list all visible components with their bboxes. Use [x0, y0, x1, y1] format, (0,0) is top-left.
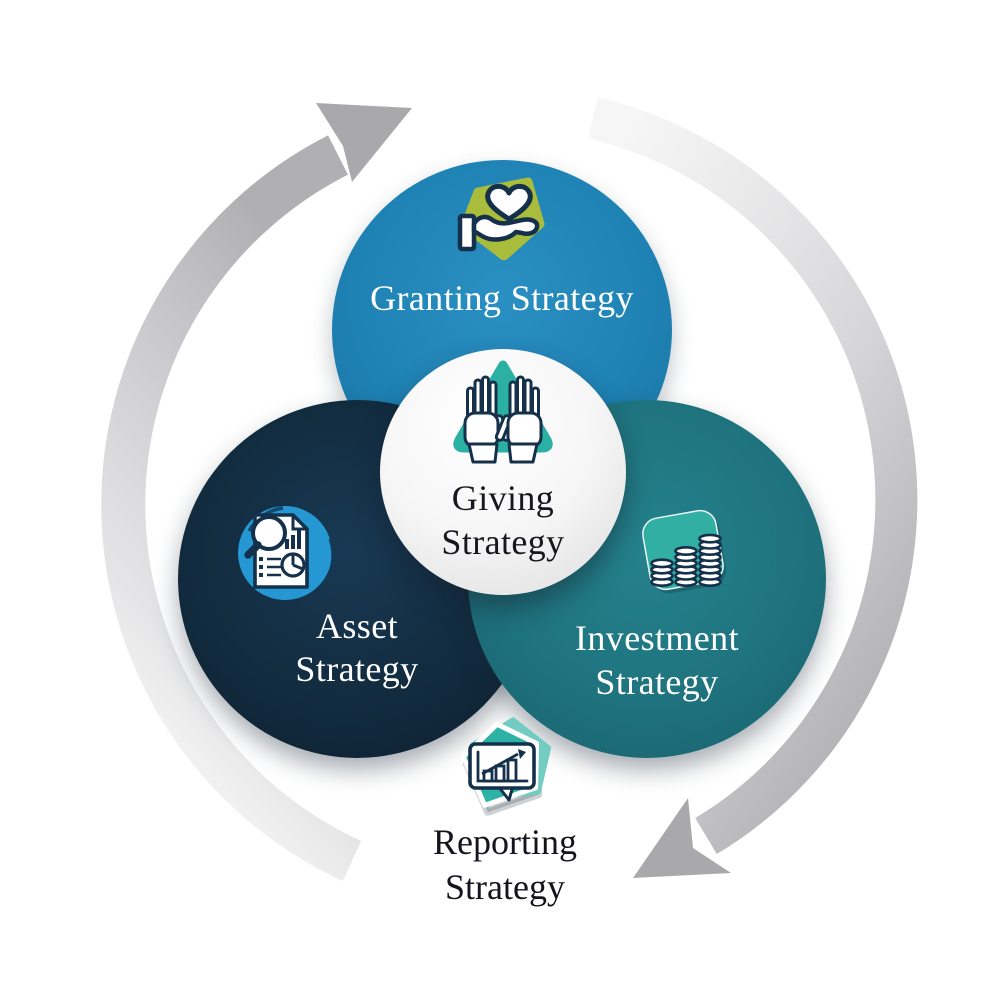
reporting-label-line1: Reporting — [433, 822, 577, 862]
granting-strategy-circle: Granting Strategy — [332, 160, 672, 500]
pie-chart — [280, 552, 306, 578]
investment-label-line2: Strategy — [595, 662, 719, 702]
investment-label-line1: Investment — [575, 618, 739, 658]
mini-bar-chart — [285, 530, 301, 549]
brush-arc — [328, 538, 335, 566]
open-hands-icon — [443, 356, 563, 468]
hand-cuff — [457, 213, 477, 252]
list-lines — [259, 557, 281, 577]
chart-speech-bubble-icon — [452, 716, 554, 818]
reporting-label-line2: Strategy — [445, 867, 565, 907]
folded-corner — [291, 515, 307, 531]
cycle-arc-left — [101, 135, 362, 881]
heart-shape — [485, 183, 533, 222]
cycle-arrowhead-top — [316, 103, 412, 182]
coin-stacks-icon — [634, 506, 734, 602]
magnifier — [244, 515, 287, 559]
chart-bars — [482, 758, 518, 783]
coin-stacks — [650, 533, 722, 588]
giving-label-line1: Giving — [451, 478, 555, 518]
open-palm-shape — [471, 214, 540, 242]
document-magnifier-icon — [233, 503, 337, 607]
trend-arrow — [481, 752, 519, 776]
trend-arrowhead — [518, 749, 526, 759]
hand-holding-heart-icon — [452, 172, 552, 261]
cycle-arc-right — [588, 97, 918, 854]
granting-strategy-label: Granting Strategy — [370, 278, 634, 318]
giving-label-line2: Strategy — [441, 522, 565, 562]
asset-label-line1: Asset — [316, 606, 398, 646]
asset-label-line2: Strategy — [295, 649, 419, 689]
cycle-arrowhead-bottom — [633, 798, 731, 878]
